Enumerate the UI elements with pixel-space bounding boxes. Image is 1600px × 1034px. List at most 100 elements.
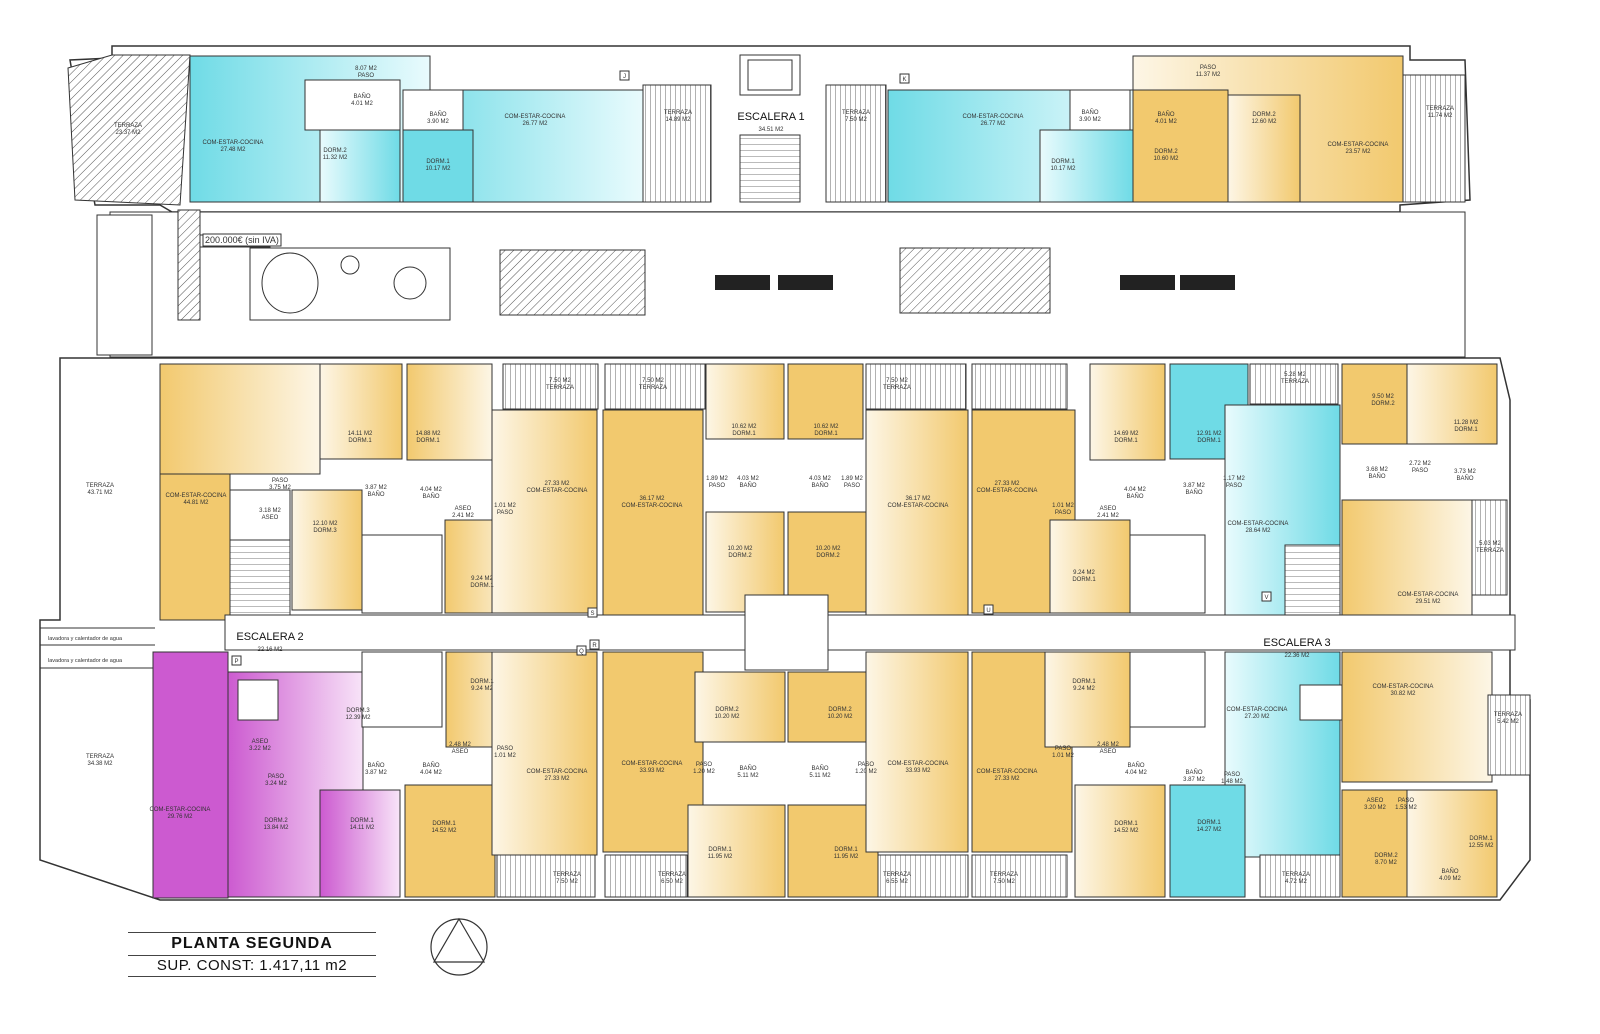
room-label: TERRAZA [546,385,574,391]
room-area: 10.20 M2 [714,714,740,720]
room-area: 10.62 M2 [731,424,757,430]
room-area: 36.17 M2 [905,496,931,502]
stair-2-area: 22.16 M2 [257,647,283,653]
room-label: BAÑO [811,482,828,489]
room-area: 1.01 M2 [494,503,516,509]
room-area: 4.04 M2 [420,487,442,493]
room-label: TERRAZA [883,385,911,391]
unit-b4 [787,363,864,440]
room-label: PASO [1200,65,1217,71]
room-label: DORM.2 [1154,149,1178,155]
room-area: 4.01 M2 [1155,119,1177,125]
room-label: TERRAZA [1282,872,1310,878]
room-label: DORM.1 [814,431,838,437]
room-label: DORM.1 [1454,427,1478,433]
room-label: TERRAZA [86,754,114,760]
room-label: DORM.1 [416,438,440,444]
labels: 200.000€ (sin IVA) ESCALERA 1 34.51 M2 E… [48,65,1522,885]
room-area: 1.20 M2 [693,769,715,775]
room-label: DORM.2 [715,707,739,713]
room-label: DORM.3 [346,708,370,714]
room-label: ASEO [452,749,469,755]
room-area: 4.72 M2 [1285,879,1307,885]
room-area: 9.24 M2 [471,686,493,692]
room-area: 2.41 M2 [1097,513,1119,519]
room-label: PASO [358,73,375,79]
room-area: 3.22 M2 [249,746,271,752]
room-area: 14.11 M2 [348,431,373,437]
room-label: TERRAZA [114,123,142,129]
room-area: 10.20 M2 [815,546,841,552]
room-label: DORM.2 [816,553,840,559]
room-label: BAÑO [1185,489,1202,496]
room-area: 27.20 M2 [1244,714,1270,720]
room-area: 4.04 M2 [420,770,442,776]
room-area: 12.60 M2 [1251,119,1277,125]
room-label: BAÑO [1185,769,1202,776]
room-area: 4.04 M2 [1124,487,1146,493]
room-area: 11.28 M2 [1454,420,1479,426]
planter-left [499,249,646,316]
room-label: TERRAZA [1426,106,1454,112]
room-area: 7.50 M2 [556,879,578,885]
room-area: 36.17 M2 [639,496,665,502]
room-label: DORM.1 [432,821,456,827]
bottom-block [39,357,1531,901]
room-label: BAÑO [353,93,370,100]
stair-1 [739,134,801,203]
room-area: 11.32 M2 [323,155,348,161]
room-label: TERRAZA [990,872,1018,878]
marker-p: P [234,659,238,665]
room-area: 3.75 M2 [269,485,291,491]
room-label: COM-ESTAR-COCINA [963,114,1024,120]
stair-1-area: 34.51 M2 [758,127,784,133]
room-label: DORM.1 [1114,438,1138,444]
room-area: 11.95 M2 [834,854,859,860]
room-area: 3.87 M2 [1183,483,1205,489]
room-label: BAÑO [422,762,439,769]
room-label: BAÑO [811,765,828,772]
room-label: DORM.2 [1371,401,1395,407]
unit-b2 [406,363,493,461]
room-area: 26.77 M2 [980,121,1006,127]
room-label: PASO [268,774,285,780]
room-label: DORM.1 [1197,820,1221,826]
room-label: PASO [1226,483,1243,489]
unit-b11 [787,671,877,743]
room-label: BAÑO [422,493,439,500]
room-area: 10.17 M2 [425,166,451,172]
room-area: 3.68 M2 [1366,467,1388,473]
room-area: 33.93 M2 [905,768,931,774]
room-label: COM-ESTAR-COCINA [888,503,949,509]
room-label: TERRAZA [553,872,581,878]
room-label: ASEO [1100,749,1117,755]
room-label: COM-ESTAR-COCINA [505,114,566,120]
plan-title: PLANTA SEGUNDA [128,932,376,956]
room-label: BAÑO [1081,109,1098,116]
room-label: DORM.2 [728,553,752,559]
room-label: COM-ESTAR-COCINA [1373,684,1434,690]
marker-s: S [590,611,594,617]
room-area: 2.72 M2 [1409,461,1431,467]
room-area: 4.09 M2 [1439,876,1461,882]
room-area: 7.50 M2 [886,378,908,384]
room-label: TERRAZA [658,872,686,878]
unit-b3 [602,409,704,616]
terrace-top-b [642,84,712,203]
room-area: 3.87 M2 [1183,777,1205,783]
room-label: COM-ESTAR-COCINA [1398,592,1459,598]
room-area: 4.04 M2 [1125,770,1147,776]
room-label: PASO [1398,798,1415,804]
room-label: DORM.1 [1051,159,1075,165]
room-label: DORM.1 [350,818,374,824]
room-label: BAÑO [1441,868,1458,875]
room-label: TERRAZA [1494,712,1522,718]
room-area: 2.41 M2 [452,513,474,519]
room-label: COM-ESTAR-COCINA [527,769,588,775]
stair-2 [229,539,291,616]
marker-r: R [592,643,597,649]
room-label: DORM.1 [348,438,372,444]
room-area: 8.07 M2 [355,66,377,72]
room-area: 12.10 M2 [312,521,338,527]
room-area: 2.48 M2 [1097,742,1119,748]
